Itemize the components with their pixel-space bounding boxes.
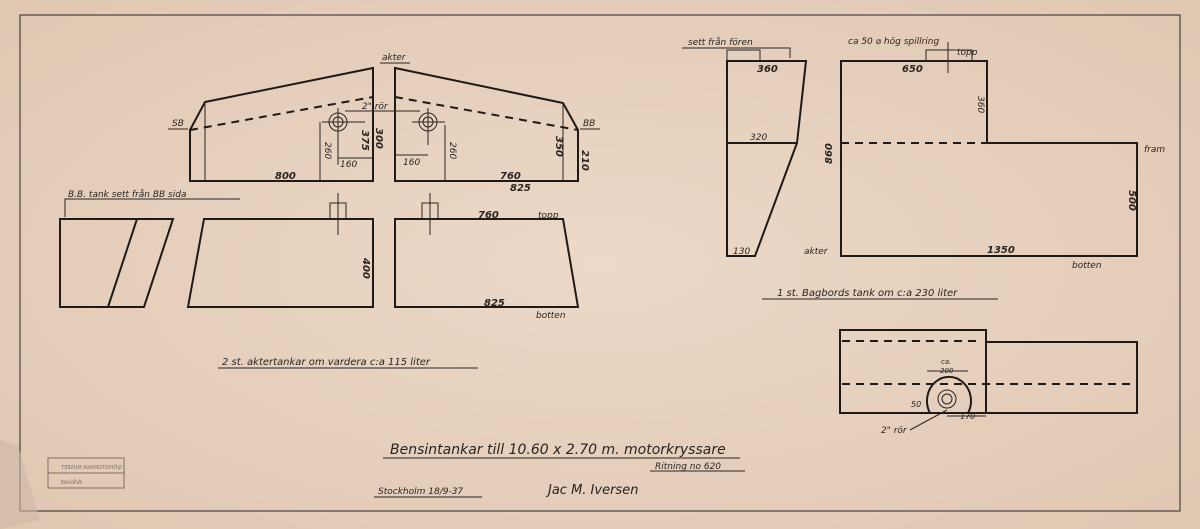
port-tank-side-view [840, 42, 1138, 257]
dim-760-bottom: 760 [478, 210, 499, 221]
archive-stamp: SJÖHISTORISKA MUSEET Arkivet [47, 457, 125, 489]
pipe-fitting-icon [937, 389, 957, 409]
label-akter-port: akter [804, 247, 829, 257]
label-pipe-plan: 2" rör [881, 426, 908, 436]
place-date: Stockholm 18/9-37 [378, 487, 463, 497]
aft-tank-bb-top-view [345, 66, 579, 182]
dim-375: 375 [359, 130, 370, 151]
label-botten: botten [536, 311, 566, 321]
aft-tank-end-view [59, 218, 175, 308]
label-sb: SB [172, 119, 184, 129]
label-fram: fram [1144, 145, 1165, 155]
dim-350: 350 [553, 136, 564, 157]
label-ca: ca. [941, 358, 951, 366]
svg-text:Arkivet: Arkivet [60, 479, 82, 486]
label-botten-port: botten [1072, 261, 1102, 271]
dim-1350: 1350 [987, 245, 1015, 256]
dim-760: 760 [500, 171, 521, 182]
torn-corner [0, 440, 40, 529]
label-bb-side-view: B.B. tank sett från BB sida [68, 189, 186, 200]
svg-text:SJÖHISTORISKA MUSEET: SJÖHISTORISKA MUSEET [60, 464, 122, 471]
dim-320: 320 [750, 133, 767, 143]
dim-210: 210 [579, 150, 590, 171]
dim-650: 650 [902, 64, 923, 75]
dim-160-left: 160 [340, 160, 357, 170]
label-front-view: sett från fören [688, 37, 753, 48]
dim-360-front: 360 [757, 64, 778, 75]
drawing-frame [19, 14, 1181, 512]
aft-tank-sb-top-view [189, 66, 374, 182]
caption-aft-tanks: 2 st. aktertankar om vardera c:a 115 lit… [222, 357, 431, 368]
dim-360-step: 360 [975, 96, 985, 113]
signature: Jac M. Iversen [545, 483, 638, 498]
dim-500: 500 [1126, 190, 1137, 211]
dim-260-left: 260 [322, 142, 332, 159]
label-akter: akter [382, 53, 407, 63]
dim-260-right: 260 [447, 142, 457, 159]
dim-800: 800 [275, 171, 296, 182]
dim-825: 825 [510, 183, 531, 194]
label-spillring: ca 50 ⌀ hög spillring [848, 37, 940, 47]
drawing-title: Bensintankar till 10.60 x 2.70 m. motork… [390, 442, 726, 458]
port-tank-plan-view [839, 329, 1138, 431]
label-pipe: 2" rör [362, 102, 389, 112]
dim-130: 130 [733, 247, 750, 257]
caption-port-tank: 1 st. Bagbords tank om c:a 230 liter [777, 288, 958, 299]
port-tank-front-view [726, 49, 808, 257]
aft-tank-side-view-right [394, 193, 580, 308]
dim-50: 50 [911, 400, 921, 409]
aft-tank-side-view-left [186, 193, 374, 308]
drawing-number: Ritning no 620 [655, 462, 721, 472]
label-topp-port: topp [957, 48, 978, 58]
dim-825-bottom: 825 [484, 298, 505, 309]
dim-400: 400 [360, 257, 371, 279]
label-topp: topp [538, 211, 559, 221]
dim-200: 200 [940, 367, 954, 375]
dim-300: 300 [373, 128, 384, 149]
dim-170: 170 [960, 412, 975, 421]
dim-860: 860 [824, 143, 835, 164]
dim-160-right: 160 [403, 158, 420, 168]
label-bb: BB [583, 119, 595, 129]
